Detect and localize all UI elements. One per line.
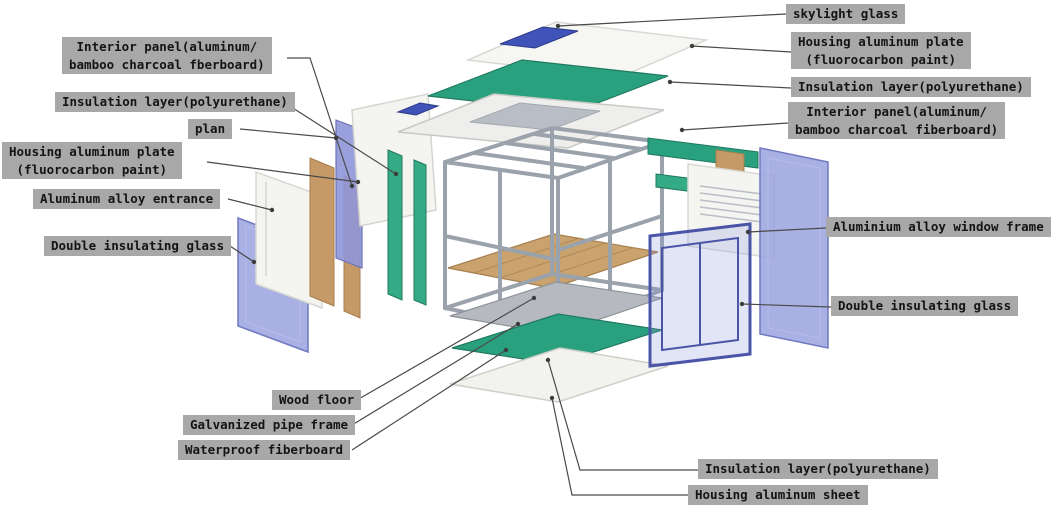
window-frame-panel: [648, 222, 752, 368]
label-window-frame: Aluminium alloy window frame: [826, 217, 1051, 237]
vent-grille: [699, 185, 763, 223]
label-double-glass-left: Double insulating glass: [44, 236, 232, 256]
label-housing-plate-right: Housing aluminum plate (fluorocarbon pai…: [791, 32, 971, 69]
ceiling-frame-panel: [396, 93, 665, 149]
label-plan: plan: [188, 119, 233, 139]
label-insulation-layer-right: Insulation layer(polyurethane): [791, 77, 1031, 97]
label-housing-aluminum-sheet: Housing aluminum sheet: [688, 485, 868, 505]
label-insulation-layer-left: Insulation layer(polyurethane): [55, 92, 295, 112]
ceiling-blue-patch: [396, 102, 440, 116]
label-housing-plate-left: Housing aluminum plate (fluorocarbon pai…: [2, 142, 182, 179]
label-aluminum-entrance: Aluminum alloy entrance: [33, 189, 221, 209]
right-glass-panel: [759, 147, 829, 349]
left-entrance-panel: [255, 170, 323, 310]
label-interior-panel-left: Interior panel(aluminum/ bamboo charcoal…: [62, 37, 272, 74]
label-waterproof-fiberboard: Waterproof fiberboard: [178, 440, 351, 460]
left-insulation-strips: [387, 149, 427, 306]
label-wood-floor: Wood floor: [272, 390, 362, 410]
label-interior-panel-right: Interior panel(aluminum/ bamboo charcoal…: [788, 102, 1006, 139]
label-skylight-glass: skylight glass: [786, 4, 906, 24]
skylight-glass-pane: [499, 26, 579, 49]
label-insulation-layer-bottom: Insulation layer(polyurethane): [698, 459, 938, 479]
label-double-glass-right: Double insulating glass: [831, 296, 1019, 316]
galvanized-pipe-frame: [443, 126, 664, 334]
leader-lines: [206, 13, 832, 496]
label-galvanized-pipe-frame: Galvanized pipe frame: [183, 415, 356, 435]
leader-dots: [251, 23, 751, 401]
bottom-aluminum-shell: [449, 347, 669, 403]
